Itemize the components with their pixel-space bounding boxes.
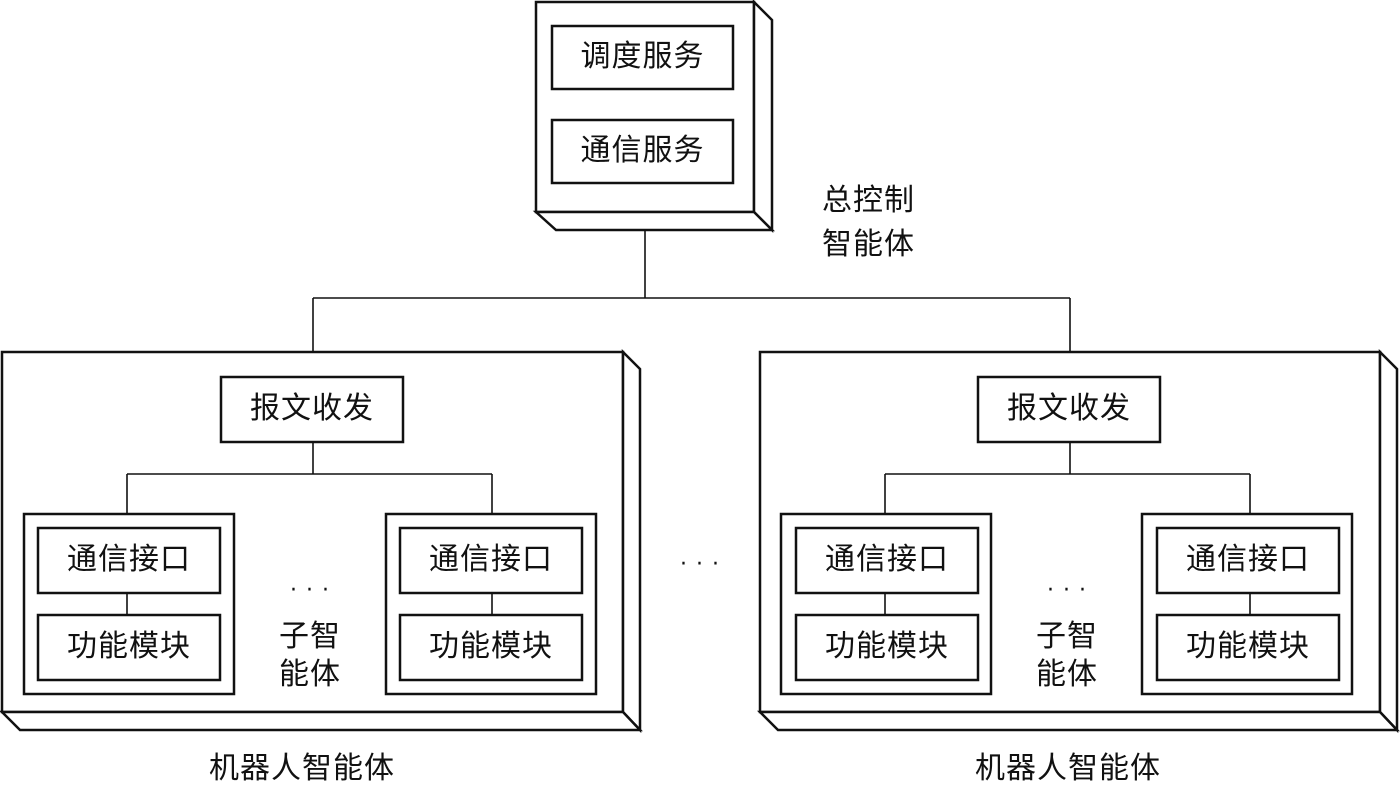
- interface-label: 通信接口: [67, 542, 191, 577]
- sub-agent-label-line1: 子智: [279, 619, 341, 654]
- interface-label: 通信接口: [825, 542, 949, 577]
- sub-agent-label-line2: 能体: [1036, 657, 1098, 692]
- function-module-label: 功能模块: [1186, 629, 1310, 664]
- messaging-box-right: [976, 375, 1162, 444]
- robot-agent-label-right: 机器人智能体: [975, 751, 1161, 786]
- communication-service-label: 通信服务: [580, 133, 705, 168]
- scheduling-service-label: 调度服务: [580, 39, 705, 74]
- interface-label: 通信接口: [429, 542, 553, 577]
- robot-node-left: [0, 348, 643, 734]
- controller-label-line1: 总控制: [822, 183, 915, 218]
- robot-node-right: [756, 348, 1400, 734]
- controller-node: [532, 0, 776, 234]
- robot-agent-label-left: 机器人智能体: [209, 751, 395, 786]
- sub-agent-label-line2: 能体: [279, 657, 341, 692]
- sub-agent-label-line1: 子智: [1036, 619, 1098, 654]
- scheduling-service-box: [550, 24, 735, 91]
- messaging-label-right: 报文收发: [1007, 391, 1131, 426]
- controller-label-line2: 智能体: [822, 227, 915, 262]
- function-module-label: 功能模块: [67, 629, 191, 664]
- sub-agent-ellipsis: · · ·: [290, 578, 330, 603]
- messaging-label-left: 报文收发: [250, 391, 374, 426]
- function-module-label: 功能模块: [825, 629, 949, 664]
- communication-service-box: [550, 118, 735, 185]
- between-robots-ellipsis: · · ·: [680, 552, 720, 577]
- function-module-label: 功能模块: [429, 629, 553, 664]
- interface-label: 通信接口: [1186, 542, 1310, 577]
- messaging-box-left: [219, 375, 405, 444]
- sub-agent-ellipsis: · · ·: [1047, 578, 1087, 603]
